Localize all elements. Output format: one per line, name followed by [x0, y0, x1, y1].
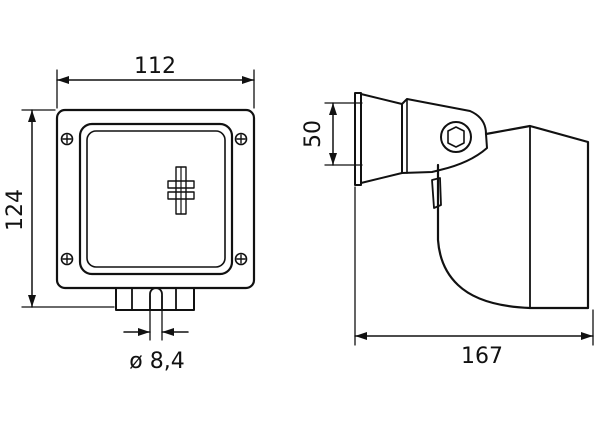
front-view	[55, 108, 256, 311]
side-tab	[431, 177, 442, 209]
screw-icon	[60, 132, 74, 146]
screw-icon	[60, 252, 74, 266]
dimension-mount-label: 50	[301, 120, 326, 148]
screw-icon	[234, 132, 248, 146]
dimension-bolt: ø 8,4	[123, 295, 189, 374]
side-bezel	[360, 93, 403, 184]
dimension-width: 112	[56, 54, 255, 109]
dimension-mount: 50	[301, 102, 363, 166]
dimension-width-label: 112	[134, 54, 176, 79]
side-bracket-arm	[401, 98, 488, 174]
dimension-depth-label: 167	[461, 344, 503, 369]
mounting-bracket	[115, 287, 195, 311]
screw-icon	[234, 252, 248, 266]
bulb-symbol-icon	[167, 166, 195, 215]
front-lens-frame	[78, 122, 234, 276]
side-housing-body	[436, 124, 590, 310]
dimension-height: 124	[3, 109, 115, 308]
hex-bolt-icon	[440, 121, 472, 153]
front-lens	[86, 130, 226, 268]
dimension-height-label: 124	[3, 189, 28, 231]
dimension-bolt-label: ø 8,4	[129, 349, 184, 374]
side-view	[354, 92, 590, 310]
dimension-depth: 167	[354, 186, 594, 369]
